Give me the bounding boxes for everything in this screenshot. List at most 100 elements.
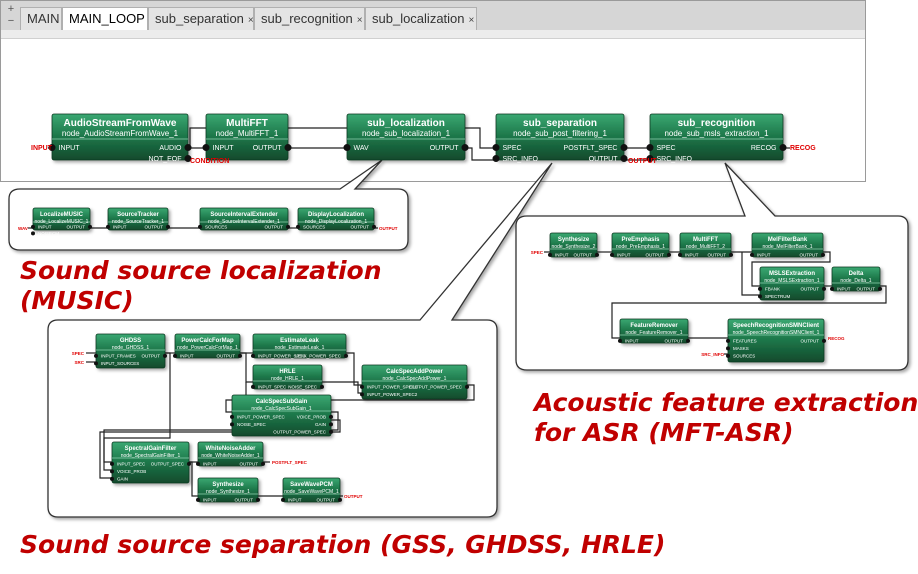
- input-port-dot[interactable]: [110, 469, 114, 474]
- output-port-dot[interactable]: [256, 497, 260, 502]
- output-port-dot[interactable]: [372, 224, 376, 229]
- rec-node-8[interactable]: SpeechRecognitionSMNClientnode_SpeechRec…: [726, 318, 826, 363]
- input-port-dot[interactable]: [492, 155, 500, 163]
- node-body[interactable]: [197, 441, 264, 467]
- output-port-dot[interactable]: [620, 144, 628, 152]
- input-port-dot[interactable]: [830, 286, 834, 291]
- input-port-dot[interactable]: [173, 353, 177, 358]
- loc-node-1[interactable]: LocalizeMUSICnode_LocalizeMUSIC_1INPUTNO…: [31, 207, 92, 236]
- node-body[interactable]: [197, 477, 259, 503]
- node-body[interactable]: [252, 333, 347, 359]
- input-port-dot[interactable]: [548, 252, 552, 257]
- node-body[interactable]: [549, 232, 598, 258]
- input-port-dot[interactable]: [726, 338, 730, 343]
- node-body[interactable]: [346, 113, 466, 161]
- input-port-dot[interactable]: [198, 224, 202, 229]
- node-body[interactable]: [619, 318, 689, 344]
- node-body[interactable]: [252, 364, 323, 390]
- input-port-dot[interactable]: [750, 252, 754, 257]
- node-body[interactable]: [297, 207, 375, 231]
- output-port-dot[interactable]: [344, 353, 348, 358]
- tab-main[interactable]: MAIN: [20, 7, 62, 30]
- output-port-dot[interactable]: [320, 384, 324, 389]
- output-port-dot[interactable]: [779, 144, 787, 152]
- node-body[interactable]: [174, 333, 241, 359]
- main-node-1[interactable]: AudioStreamFromWavenode_AudioStreamFromW…: [48, 113, 192, 163]
- tab-sub-separation[interactable]: sub_separation×: [148, 7, 254, 30]
- output-port-dot[interactable]: [184, 144, 192, 152]
- input-port-dot[interactable]: [646, 155, 654, 163]
- sep-node-1[interactable]: GHDSSnode_GHDSS_1INPUT_FRAMESINPUT_SOURC…: [94, 333, 167, 369]
- output-port-dot[interactable]: [465, 384, 469, 389]
- output-port-dot[interactable]: [286, 224, 290, 229]
- output-port-dot[interactable]: [163, 353, 167, 358]
- input-port-dot[interactable]: [110, 461, 114, 466]
- node-body[interactable]: [649, 113, 784, 161]
- rec-node-5[interactable]: MSLSExtractionnode_MSLSExtraction_1FBANK…: [758, 266, 826, 301]
- input-port-dot[interactable]: [251, 353, 255, 358]
- output-port-dot[interactable]: [822, 286, 826, 291]
- input-port-dot[interactable]: [678, 252, 682, 257]
- tab-sub-localization[interactable]: sub_localization×: [365, 7, 477, 30]
- sep-node-3[interactable]: EstimateLeaknode_EstimateLeak_1INPUT_POW…: [251, 333, 348, 359]
- output-port-dot[interactable]: [729, 252, 733, 257]
- input-port-dot[interactable]: [196, 461, 200, 466]
- output-port-dot[interactable]: [461, 144, 469, 152]
- output-port-dot[interactable]: [338, 497, 342, 502]
- node-body[interactable]: [831, 266, 881, 292]
- output-port-dot[interactable]: [620, 155, 628, 163]
- output-port-dot[interactable]: [238, 353, 242, 358]
- sep-node-6[interactable]: CalcSpecSubGainnode_CalcSpecSubGain_1INP…: [230, 394, 333, 437]
- node-body[interactable]: [282, 477, 341, 503]
- output-port-dot[interactable]: [329, 429, 333, 434]
- input-port-dot[interactable]: [281, 497, 285, 502]
- sep-node-7[interactable]: SpectralGainFilternode_SpectralGainFilte…: [110, 441, 191, 484]
- main-node-4[interactable]: sub_separationnode_sub_post_filtering_1S…: [492, 113, 628, 163]
- output-port-dot[interactable]: [284, 144, 292, 152]
- node-body[interactable]: [51, 113, 189, 161]
- node-body[interactable]: [759, 266, 825, 301]
- input-port-dot[interactable]: [646, 144, 654, 152]
- input-port-dot[interactable]: [251, 384, 255, 389]
- sep-node-2[interactable]: PowerCalcForMapnode_PowerCalcForMap_1INP…: [173, 333, 242, 359]
- node-body[interactable]: [199, 207, 289, 231]
- output-port-dot[interactable]: [187, 461, 191, 466]
- sep-node-5[interactable]: CalcSpecAddPowernode_CalcSpecAddPower_1I…: [360, 364, 469, 400]
- loc-node-3[interactable]: SourceIntervalExtendernode_SourceInterva…: [198, 207, 290, 231]
- close-icon[interactable]: ×: [468, 15, 475, 26]
- output-port-dot[interactable]: [184, 155, 192, 163]
- output-port-dot[interactable]: [667, 252, 671, 257]
- rec-node-7[interactable]: FeatureRemovernode_FeatureRemover_1INPUT…: [618, 318, 690, 344]
- input-port-dot[interactable]: [31, 231, 35, 236]
- input-port-dot[interactable]: [31, 224, 35, 229]
- sep-node-8[interactable]: WhiteNoiseAddernode_WhiteNoiseAdder_1INP…: [196, 441, 265, 467]
- close-icon[interactable]: ×: [356, 15, 363, 26]
- input-port-dot[interactable]: [106, 224, 110, 229]
- add-tab-icon[interactable]: +: [7, 3, 15, 15]
- input-port-dot[interactable]: [48, 144, 56, 152]
- output-port-dot[interactable]: [329, 414, 333, 419]
- output-port-dot[interactable]: [878, 286, 882, 291]
- node-body[interactable]: [361, 364, 468, 400]
- output-port-dot[interactable]: [595, 252, 599, 257]
- input-port-dot[interactable]: [296, 224, 300, 229]
- output-port-dot[interactable]: [166, 224, 170, 229]
- node-body[interactable]: [95, 333, 166, 369]
- main-node-5[interactable]: sub_recognitionnode_sub_msls_extraction_…: [646, 113, 787, 163]
- input-port-dot[interactable]: [758, 286, 762, 291]
- node-body[interactable]: [205, 113, 289, 161]
- input-port-dot[interactable]: [492, 144, 500, 152]
- main-node-3[interactable]: sub_localizationnode_sub_localization_1W…: [343, 113, 469, 161]
- input-port-dot[interactable]: [726, 346, 730, 351]
- input-port-dot[interactable]: [94, 353, 98, 358]
